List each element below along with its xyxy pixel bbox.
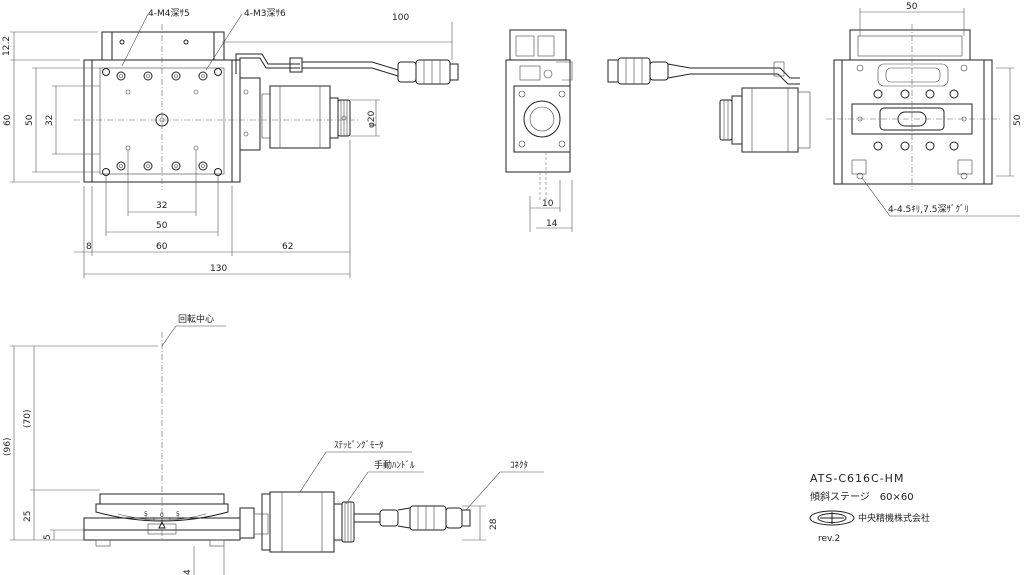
dim-12-2: 12.2 <box>2 36 12 56</box>
connector-label: ｺﾈｸﾀ <box>510 460 528 471</box>
callout-labels: 4-M4深ｻ5 4-M3深ｻ6 4-4.5ｷﾘ,7.5深ｻﾞｸﾞﾘ 回転中心 ｽ… <box>148 8 969 471</box>
dim-top-right-width: 50 <box>906 2 918 12</box>
dim-60-left: 60 <box>3 114 13 126</box>
m3-holes-callout: 4-M3深ｻ6 <box>244 8 286 19</box>
dim-130: 130 <box>210 264 227 274</box>
side-view <box>505 29 573 232</box>
revision: rev.2 <box>818 534 840 544</box>
plan-view <box>10 13 459 278</box>
scale-mark-left: 5 <box>144 511 148 518</box>
dim-28: 28 <box>489 518 499 530</box>
title-block: ATS-C616C-HM 傾斜ステージ 60×60 中央精機株式会社 rev.2 <box>810 472 930 544</box>
scale-mark-center: 0 <box>160 512 164 519</box>
counterbore-callout: 4-4.5ｷﾘ,7.5深ｻﾞｸﾞﾘ <box>888 204 969 215</box>
dim-4: 4 <box>183 569 193 575</box>
front-view <box>10 325 544 575</box>
tilt-scale: 5 0 5 <box>144 511 180 519</box>
dim-70: (70) <box>23 410 33 428</box>
company-logo <box>809 510 855 526</box>
dim-8: 8 <box>86 242 92 252</box>
scale-mark-right: 5 <box>176 511 180 518</box>
dim-32-left: 32 <box>45 115 55 126</box>
rear-view <box>607 8 1020 217</box>
dim-top-cable: 100 <box>392 13 409 23</box>
dim-14: 14 <box>546 219 558 229</box>
dim-10: 10 <box>542 199 554 209</box>
dim-5: 5 <box>43 534 53 540</box>
model-number: ATS-C616C-HM <box>810 472 904 485</box>
dim-32-inner: 32 <box>156 201 167 211</box>
rotation-center-label: 回転中心 <box>178 313 214 325</box>
dim-50-left: 50 <box>25 114 35 126</box>
dim-62: 62 <box>282 242 293 252</box>
dim-50-inner: 50 <box>156 221 168 231</box>
dim-60-bottom: 60 <box>156 242 168 252</box>
dim-25: 25 <box>23 511 33 522</box>
m4-holes-callout: 4-M4深ｻ5 <box>148 8 190 19</box>
company-name: 中央精機株式会社 <box>858 512 930 524</box>
dim-50-right: 50 <box>1013 114 1023 126</box>
dim-motor-dia: φ20 <box>367 110 377 128</box>
hand-knob-label: 手動ﾊﾝﾄﾞﾙ <box>374 459 415 471</box>
product-description: 傾斜ステージ 60×60 <box>810 490 914 503</box>
stepping-motor-label: ｽﾃｯﾋﾟﾝｸﾞﾓｰﾀ <box>334 440 384 451</box>
dim-96: (96) <box>3 438 13 456</box>
